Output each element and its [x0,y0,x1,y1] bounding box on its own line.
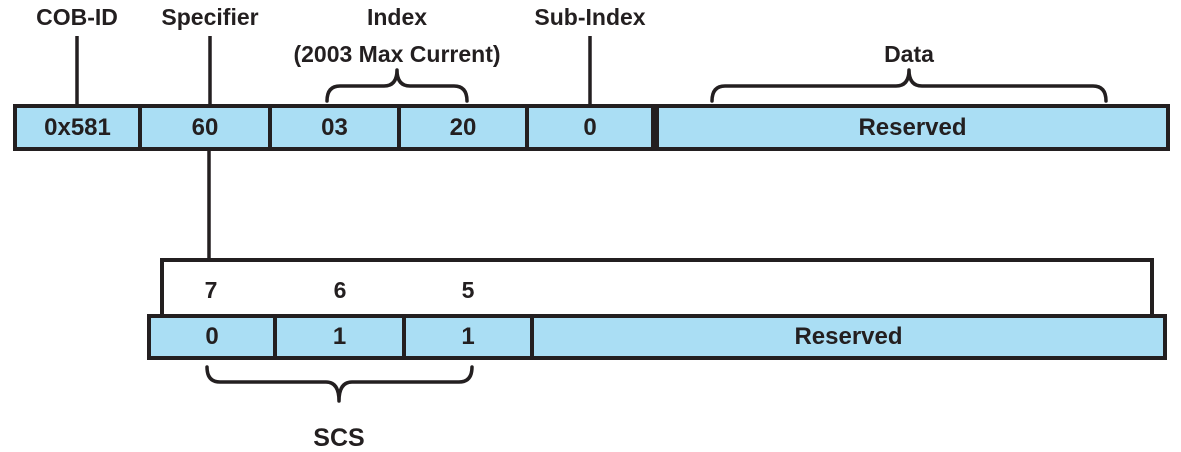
specifier-expansion-box [160,258,1154,318]
data-reserved-cell: Reserved [659,108,1166,147]
index-brace [325,68,469,103]
index-high-byte-cell: 20 [401,108,525,147]
bits-reserved-cell: Reserved [534,318,1163,356]
bit-5-cell: 1 [406,318,530,356]
bit-6-cell: 1 [277,318,402,356]
bit-7-number: 7 [204,277,218,303]
scs-brace [205,365,474,403]
cob-id-cell: 0x581 [17,108,138,147]
specifier-cell: 60 [142,108,268,147]
bit-5-number: 5 [461,277,475,303]
bit-7-cell: 0 [151,318,273,356]
specifier-bits-bar: 0 1 1 Reserved [147,314,1167,360]
sub-index-label: Sub-Index [534,4,646,30]
data-brace [710,68,1108,103]
bit-6-number: 6 [333,277,347,303]
scs-label: SCS [313,424,365,452]
sdo-frame-bar: 0x581 60 03 20 0 Reserved [13,104,1170,151]
index-low-byte-cell: 03 [272,108,397,147]
index-label: Index [366,4,428,30]
cob-id-label: COB-ID [36,4,118,30]
index-object-note-label: (2003 Max Current) [293,41,501,67]
data-label: Data [884,41,934,67]
sub-index-cell: 0 [529,108,651,147]
specifier-label: Specifier [161,4,259,30]
